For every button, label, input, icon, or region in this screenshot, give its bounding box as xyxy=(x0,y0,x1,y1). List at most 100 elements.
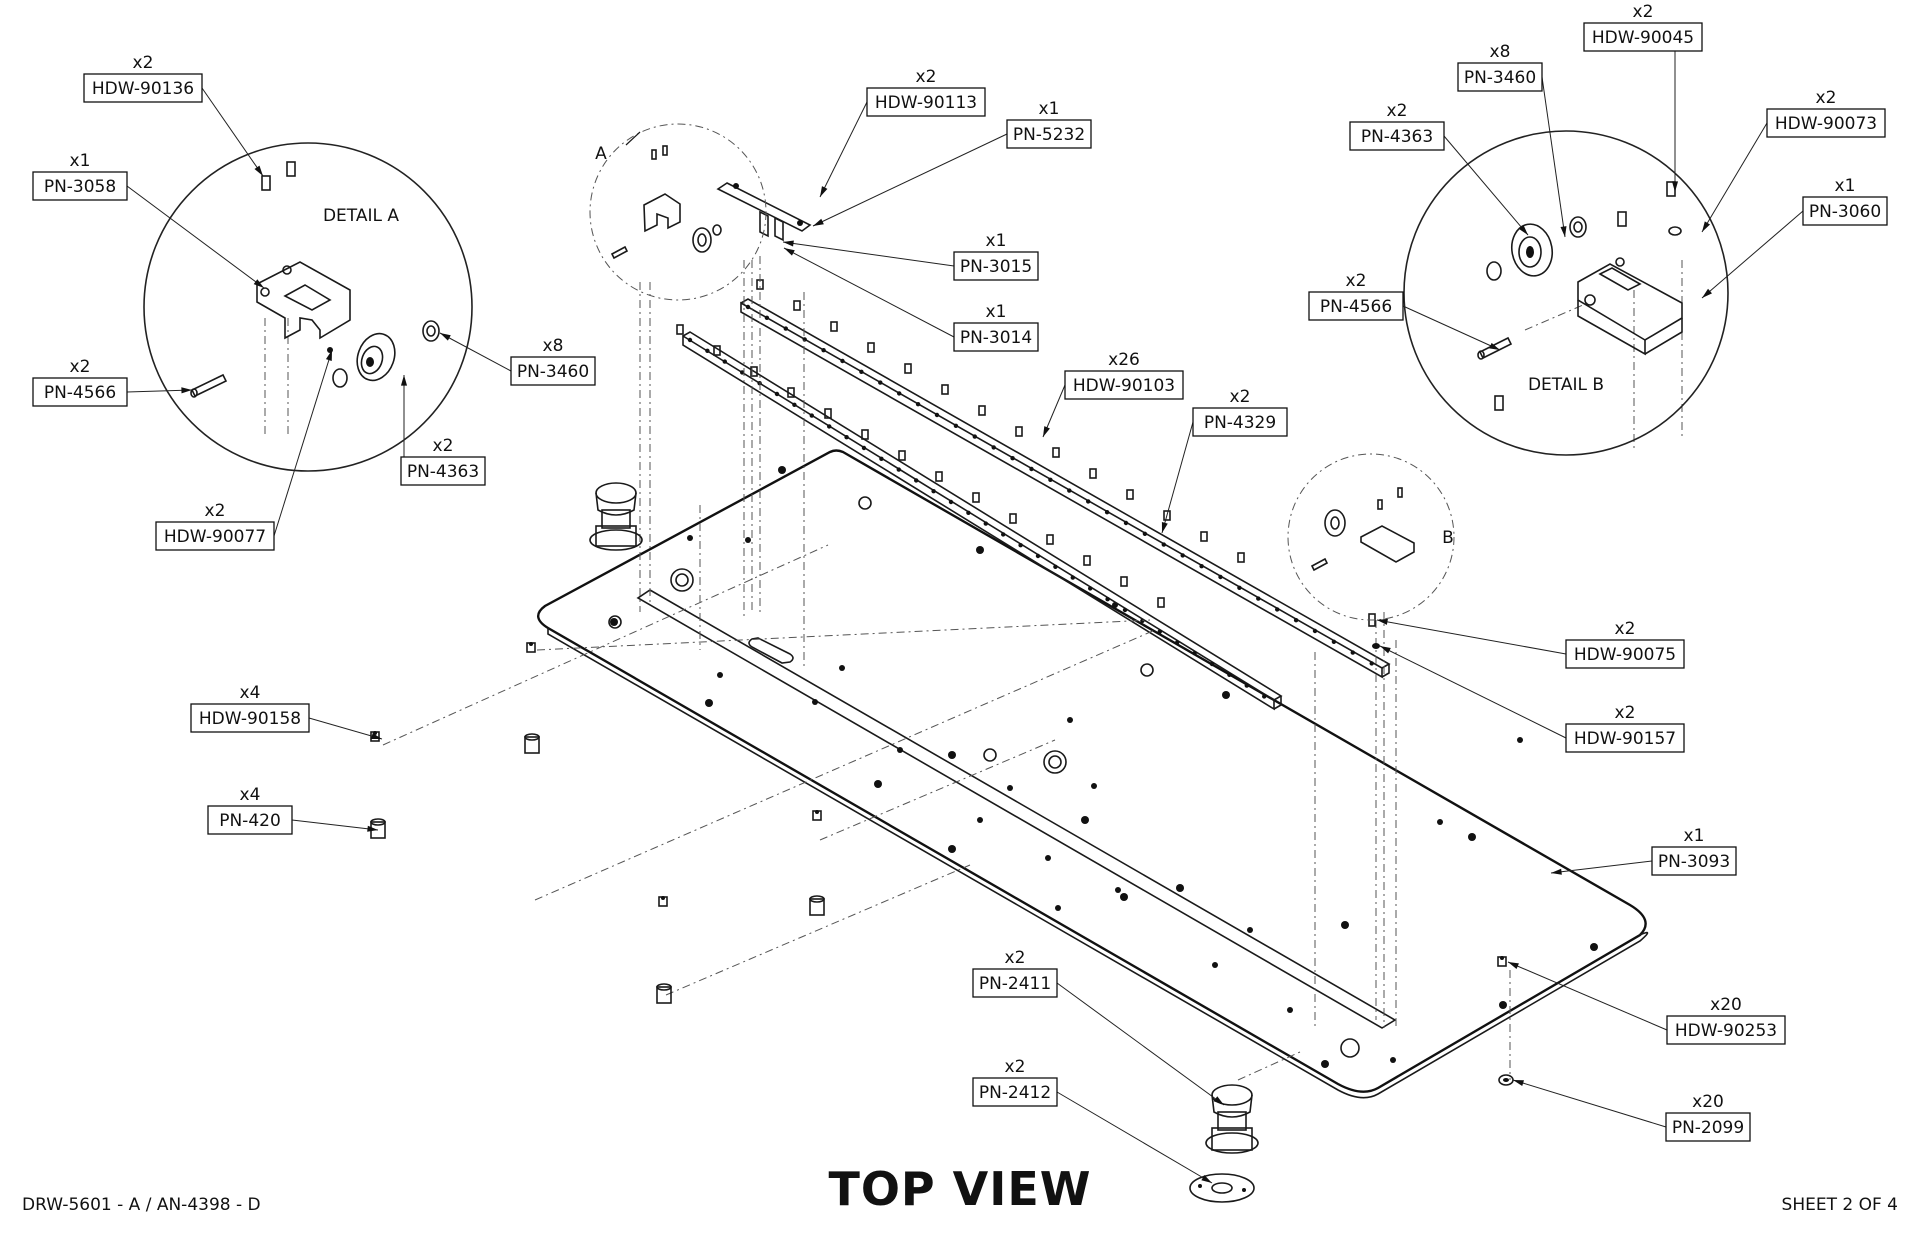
detail-b-marker: B xyxy=(1442,528,1454,548)
rail-hole xyxy=(844,435,849,440)
leader-arrow xyxy=(1201,1175,1212,1183)
callout-part-number: PN-3460 xyxy=(517,362,589,382)
callout-part-number: PN-4566 xyxy=(1320,297,1392,317)
callout-qty: x2 xyxy=(205,501,226,521)
leader-arrow xyxy=(1518,224,1528,235)
rail-hole xyxy=(934,412,940,418)
leader-line xyxy=(819,101,868,198)
callout-box xyxy=(83,73,203,103)
rail-screw xyxy=(830,321,838,332)
rail-hole xyxy=(1244,683,1250,688)
rail-screw xyxy=(978,405,986,416)
leader-line xyxy=(1507,961,1668,1031)
leader-arrow xyxy=(181,387,192,394)
leader-arrow xyxy=(1671,181,1679,192)
rail-hole xyxy=(1209,661,1215,667)
callout-qty: x1 xyxy=(1039,99,1060,119)
leader-arrow xyxy=(1213,1096,1224,1105)
leader-line xyxy=(1056,1091,1213,1184)
callout-box xyxy=(953,322,1039,352)
rail-hole xyxy=(792,402,797,407)
rail-screw xyxy=(861,429,869,440)
leader-line xyxy=(812,133,1008,227)
rail-hole xyxy=(821,348,826,353)
callout-qty: x2 xyxy=(1230,387,1251,407)
callout-qty: x1 xyxy=(986,231,1007,251)
callout-box xyxy=(32,171,128,201)
assembly-axes xyxy=(264,256,1683,1081)
leader-arrow xyxy=(253,279,264,288)
rail-hole xyxy=(1175,640,1180,645)
rail-hole xyxy=(1048,477,1053,482)
rail-screw xyxy=(750,366,758,377)
callout-box xyxy=(953,251,1039,281)
callout-qty: x2 xyxy=(70,357,91,377)
rail-hole xyxy=(783,326,788,331)
rail-screw xyxy=(1163,510,1171,521)
callout-box xyxy=(510,356,596,386)
leader-arrow xyxy=(1508,962,1519,969)
detail-a-view xyxy=(143,142,473,472)
callout-part-number: PN-3058 xyxy=(44,177,116,197)
rail-screw xyxy=(867,342,875,353)
leader-line xyxy=(1402,305,1501,351)
rail-hole xyxy=(897,391,902,396)
leader-arrow xyxy=(371,733,382,739)
rail-screw xyxy=(824,408,832,419)
callout-qty: x26 xyxy=(1108,350,1140,370)
rail-hole xyxy=(966,510,971,515)
callout-box xyxy=(1766,108,1886,138)
leader-arrow xyxy=(1513,1080,1524,1087)
rail-hole xyxy=(1035,553,1041,559)
view-title: TOP VIEW xyxy=(828,1162,1092,1216)
callout-qty: x2 xyxy=(433,436,454,456)
rail-hole xyxy=(1369,661,1374,666)
rail-hole xyxy=(1227,672,1232,677)
callout-qty: x2 xyxy=(133,53,154,73)
rail-screw xyxy=(898,450,906,461)
rail-hole xyxy=(1086,499,1091,504)
leader-line xyxy=(1550,860,1653,874)
leader-line xyxy=(1056,982,1225,1106)
rail-hole xyxy=(1199,564,1204,569)
rail-screw xyxy=(941,384,949,395)
leader-line xyxy=(1161,421,1194,534)
callout-part-number: PN-4329 xyxy=(1204,413,1276,433)
rail-hole xyxy=(840,358,845,364)
callout-part-number: HDW-90077 xyxy=(164,527,266,547)
rail-hole xyxy=(953,423,959,428)
rail-hole xyxy=(1010,456,1015,461)
callout-box xyxy=(207,805,293,835)
callout-part-number: PN-3460 xyxy=(1464,68,1536,88)
callout-part-number: PN-4363 xyxy=(407,462,479,482)
rail-hole xyxy=(705,348,710,353)
base-plate xyxy=(537,449,1649,1099)
leader-line xyxy=(308,717,383,740)
leader-arrow xyxy=(1560,226,1567,237)
linear-rail-back xyxy=(740,298,1391,679)
leader-arrow xyxy=(400,375,408,386)
rail-screw xyxy=(904,363,912,374)
callout-part-number: PN-5232 xyxy=(1013,125,1085,145)
rail-hole xyxy=(948,499,954,505)
callout-box xyxy=(1802,196,1888,226)
estop-ring-plate xyxy=(1189,1173,1255,1203)
rail-screw xyxy=(1126,489,1134,500)
leader-line xyxy=(291,819,379,831)
leader-line xyxy=(783,247,955,338)
callout-qty: x1 xyxy=(1835,176,1856,196)
callout-box xyxy=(1651,846,1737,876)
callout-box xyxy=(972,968,1058,998)
rail-hole xyxy=(914,478,919,483)
